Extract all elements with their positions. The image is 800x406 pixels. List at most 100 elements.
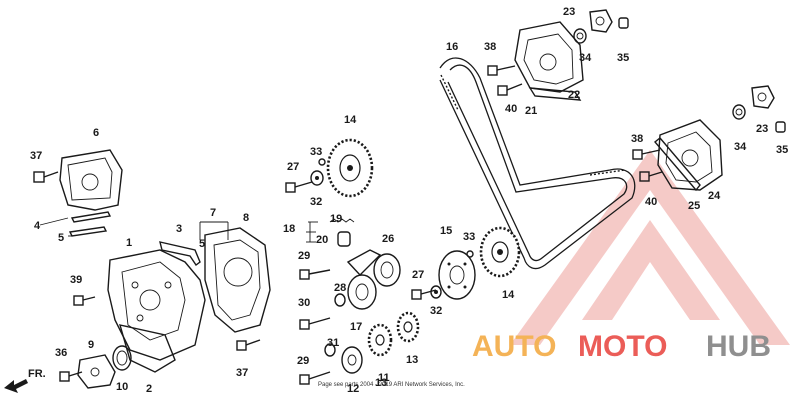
- part-label-4: 4: [34, 220, 41, 232]
- rear-cover-upper-right: [514, 21, 584, 101]
- tensioner-collar: [337, 231, 351, 247]
- part-label-14a: 14: [344, 114, 357, 126]
- bolt-37-upper: [33, 171, 59, 183]
- part-label-25: 25: [688, 200, 700, 212]
- part-label-5b: 5: [199, 238, 205, 250]
- part-label-17: 17: [350, 321, 362, 333]
- part-label-9: 9: [88, 339, 94, 351]
- bolt-30: [299, 317, 331, 330]
- bolt-29-upper: [299, 269, 331, 280]
- part-label-34b: 34: [734, 141, 747, 153]
- washer-12: [341, 346, 363, 374]
- part-label-7: 7: [210, 207, 216, 219]
- timing-belt: [439, 57, 636, 270]
- front-direction-label: FR.: [28, 368, 46, 380]
- part-label-31: 31: [327, 337, 339, 349]
- part-label-2: 2: [146, 383, 152, 395]
- part-label-36: 36: [55, 347, 67, 359]
- part-label-38a: 38: [484, 41, 496, 53]
- part-label-23a: 23: [563, 6, 575, 18]
- part-label-26: 26: [382, 233, 394, 245]
- part-label-32a: 32: [310, 196, 322, 208]
- bolt-29-lower: [299, 371, 331, 385]
- crankshaft-gear-13-lower: [396, 311, 420, 343]
- part-label-12: 12: [347, 383, 359, 395]
- camshaft-pulley-lower: [479, 226, 521, 278]
- part-label-37b: 37: [236, 367, 248, 379]
- part-label-40b: 40: [645, 196, 657, 208]
- part-label-23b: 23: [756, 123, 768, 135]
- part-number-labels: 1 2 3 4 5 5 6 7 8 9 10 11 12 13 13 14 14…: [30, 6, 788, 395]
- mount-bracket: [77, 354, 116, 389]
- washer-34-upper: [573, 28, 587, 44]
- camshaft-pulley-upper: [326, 138, 374, 198]
- part-label-15: 15: [440, 225, 452, 237]
- part-label-10: 10: [116, 381, 128, 393]
- part-label-35b: 35: [776, 144, 788, 156]
- cover-cap-23-lower: [751, 85, 775, 109]
- tensioner-arm: [346, 249, 382, 277]
- part-label-20: 20: [316, 234, 328, 246]
- part-label-35a: 35: [617, 52, 629, 64]
- part-label-39: 39: [70, 274, 82, 286]
- bolt-39: [73, 295, 96, 306]
- part-label-8: 8: [243, 212, 249, 224]
- crankshaft-pulley-11: [367, 323, 393, 357]
- pin-33-upper: [318, 158, 326, 166]
- rear-upper-cover: [59, 149, 123, 211]
- cover-bracket: [119, 324, 176, 373]
- part-label-13a: 13: [406, 354, 418, 366]
- pin-33-lower: [466, 250, 474, 258]
- lower-cover: [107, 249, 206, 361]
- tensioner-pulley-26: [373, 253, 401, 287]
- rear-cover-lower-right: [653, 119, 723, 192]
- bolt-27-lower: [411, 289, 437, 300]
- part-label-22: 22: [568, 89, 580, 101]
- leader-lines: [39, 217, 318, 243]
- part-label-29a: 29: [298, 250, 310, 262]
- bolt-38-upper: [487, 65, 516, 76]
- washer-32-upper: [310, 170, 324, 186]
- cover-cap-23-upper: [589, 9, 613, 33]
- part-label-38b: 38: [631, 133, 643, 145]
- part-label-37a: 37: [30, 150, 42, 162]
- part-label-40a: 40: [505, 103, 517, 115]
- part-label-27b: 27: [412, 269, 424, 281]
- copyright-notice: Page see parts 2004 - 2019 ARI Network S…: [318, 382, 465, 388]
- part-label-14b: 14: [502, 289, 515, 301]
- part-label-11: 11: [378, 372, 390, 384]
- bolt-27-upper: [285, 181, 313, 193]
- tensioner-pulley-17: [347, 274, 377, 310]
- part-label-33a: 33: [310, 146, 322, 158]
- watermark-logo: AUTO MOTO HUB: [472, 150, 790, 363]
- grommet: [112, 345, 132, 371]
- watermark-text-auto: AUTO: [472, 330, 556, 363]
- watermark-text-hub: HUB: [706, 330, 771, 363]
- cap-35-upper: [618, 17, 629, 29]
- front-direction-arrow: FR.: [4, 368, 46, 393]
- watermark-triangle-outer: [510, 150, 790, 345]
- part-label-27a: 27: [287, 161, 299, 173]
- bolt-38-lower: [632, 149, 661, 160]
- washer-32-lower: [430, 285, 442, 299]
- watermark-triangle-inner: [582, 220, 720, 320]
- tensioner-spring: [329, 218, 355, 223]
- part-label-3: 3: [176, 223, 182, 235]
- part-label-32b: 32: [430, 305, 442, 317]
- part-label-6: 6: [93, 127, 99, 139]
- part-label-18: 18: [283, 223, 295, 235]
- part-label-30: 30: [298, 297, 310, 309]
- part-label-16: 16: [446, 41, 458, 53]
- washer-28: [334, 293, 346, 307]
- part-label-24: 24: [708, 190, 721, 202]
- part-label-19: 19: [330, 213, 342, 225]
- bolt-40-upper: [497, 83, 523, 96]
- part-label-13b: 13: [375, 377, 387, 389]
- part-label-33b: 33: [463, 231, 475, 243]
- pulley-plate-15: [438, 250, 476, 300]
- cap-35-lower: [775, 121, 786, 133]
- bolt-37-lower: [236, 339, 261, 351]
- cover-gasket-strip: [159, 241, 201, 267]
- part-label-28: 28: [334, 282, 346, 294]
